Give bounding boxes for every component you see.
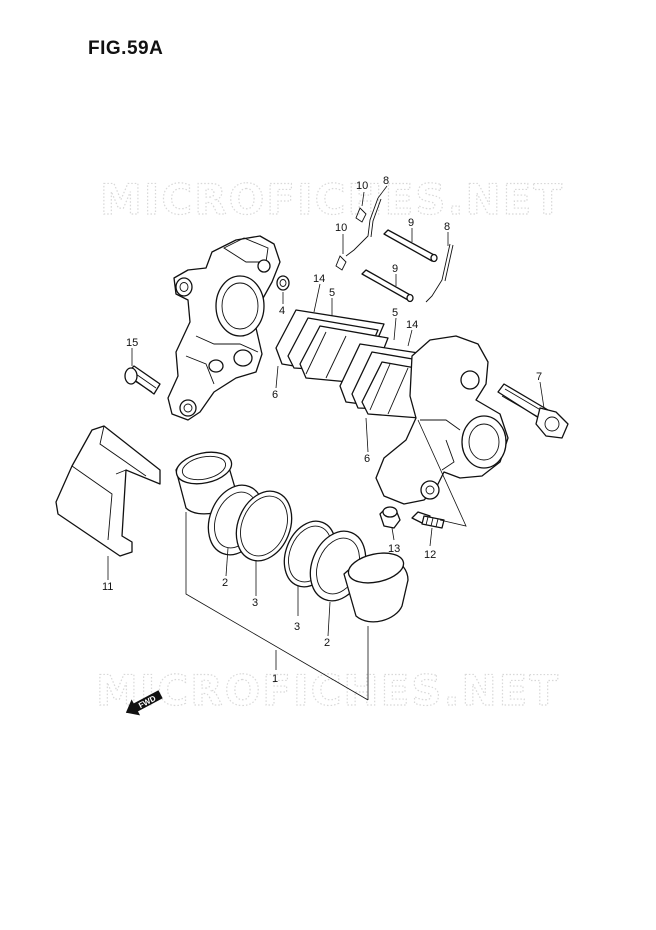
part-7-bolt xyxy=(497,383,569,439)
part-3-dust-seal-left xyxy=(235,490,293,562)
part-11-pad-spring xyxy=(55,425,161,557)
figure-title: FIG.59A xyxy=(88,38,164,59)
part-9-pin-lower xyxy=(361,269,414,303)
callout-14: 14 xyxy=(313,273,325,285)
caliper-body xyxy=(375,335,509,505)
callout-12: 12 xyxy=(424,549,436,561)
callout-5: 5 xyxy=(392,307,398,319)
callout-5: 5 xyxy=(329,287,335,299)
part-4-seal xyxy=(276,275,290,291)
watermark-top: MICROFICHES.NET xyxy=(100,175,564,224)
callout-15: 15 xyxy=(126,337,138,349)
callout-9: 9 xyxy=(392,263,398,275)
callout-13: 13 xyxy=(388,543,400,555)
part-8-clip-upper xyxy=(345,197,382,257)
callout-2: 2 xyxy=(222,577,228,589)
callout-3: 3 xyxy=(252,597,258,609)
callout-10: 10 xyxy=(335,222,347,234)
part-10-cotter-lower xyxy=(335,255,347,271)
callout-11: 11 xyxy=(102,581,113,593)
callout-3: 3 xyxy=(294,621,300,633)
part-9-pin-upper xyxy=(383,229,438,263)
leader-12-13-triangle xyxy=(417,419,467,527)
callout-9: 9 xyxy=(408,217,414,229)
piston-right xyxy=(343,552,409,623)
caliper-bracket xyxy=(167,235,281,421)
callout-4: 4 xyxy=(279,305,285,317)
part-13-bleeder-cap xyxy=(379,506,401,529)
callout-14: 14 xyxy=(406,319,418,331)
part-15-bolt xyxy=(124,365,161,395)
callout-6: 6 xyxy=(364,453,370,465)
callout-6: 6 xyxy=(272,389,278,401)
part-12-bleeder-valve xyxy=(411,511,445,529)
callout-10: 10 xyxy=(356,180,368,192)
callout-2: 2 xyxy=(324,637,330,649)
callout-7: 7 xyxy=(536,371,542,383)
callout-1: 1 xyxy=(272,673,278,685)
callout-8: 8 xyxy=(383,175,389,187)
leader-lines xyxy=(107,185,545,701)
part-10-cotter-upper xyxy=(355,207,367,223)
part-8-clip-lower xyxy=(425,243,454,303)
watermark-bottom: MICROFICHES.NET xyxy=(96,666,560,715)
callout-8: 8 xyxy=(444,221,450,233)
